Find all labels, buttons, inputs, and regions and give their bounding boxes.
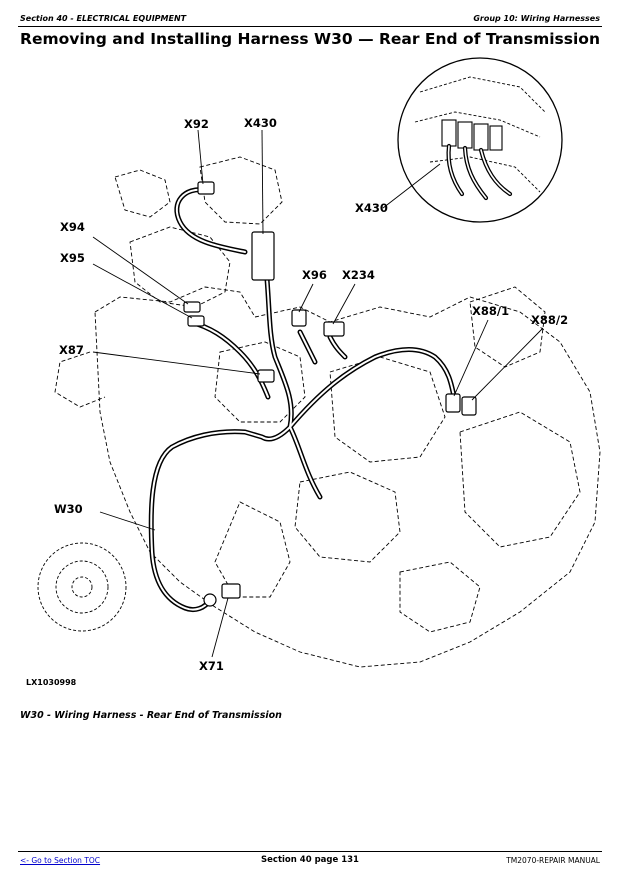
flywheel-housing: [37, 542, 127, 632]
callout-x94: X94: [60, 220, 85, 234]
go-to-section-toc-link[interactable]: <- Go to Section TOC: [20, 856, 101, 865]
connector-x71: [221, 583, 241, 599]
callout-x95: X95: [60, 251, 85, 265]
callout-x96: X96: [302, 268, 327, 282]
manual-id: TM2070-REPAIR MANUAL: [506, 856, 600, 865]
harness-w30-cable: [151, 190, 455, 610]
callout-x87: X87: [59, 343, 84, 357]
callout-x234: X234: [342, 268, 375, 282]
figure-caption: W30 - Wiring Harness - Rear End of Trans…: [20, 710, 282, 721]
connector-x88-2: [461, 396, 477, 416]
page-title: Removing and Installing Harness W30 — Re…: [20, 30, 600, 48]
callout-x88-2: X88/2: [531, 313, 568, 327]
connector-x95: [187, 315, 205, 327]
footer-rule: [18, 851, 602, 852]
callout-x430: X430: [244, 116, 277, 130]
callout-x88-1: X88/1: [472, 304, 509, 318]
harness-illustration: X92 X430 X430 X94 X95 X96 X234 X87 X88/1…: [26, 57, 601, 687]
callout-x92: X92: [184, 117, 209, 131]
x430-detail-view: [397, 57, 563, 223]
transmission-outline: [54, 156, 601, 668]
connector-x87: [257, 369, 275, 383]
artwork-id: LX1030998: [26, 678, 77, 687]
connector-x88-1: [445, 393, 461, 413]
connector-x94: [183, 301, 201, 313]
page-number: Section 40 page 131: [261, 855, 359, 865]
header-rule: [18, 26, 602, 27]
connectors: [183, 181, 477, 607]
connector-x430: [251, 231, 275, 281]
grommet-x71: [203, 593, 217, 607]
section-header: Section 40 - ELECTRICAL EQUIPMENT: [20, 14, 187, 23]
callout-x71: X71: [199, 659, 224, 673]
callout-w30: W30: [54, 502, 83, 516]
callout-x430-detail: X430: [355, 201, 388, 215]
leader-lines: [92, 129, 544, 658]
connector-x96: [291, 309, 307, 327]
connector-x92: [197, 181, 215, 195]
group-header: Group 10: Wiring Harnesses: [473, 14, 600, 23]
connector-x234: [323, 321, 345, 337]
